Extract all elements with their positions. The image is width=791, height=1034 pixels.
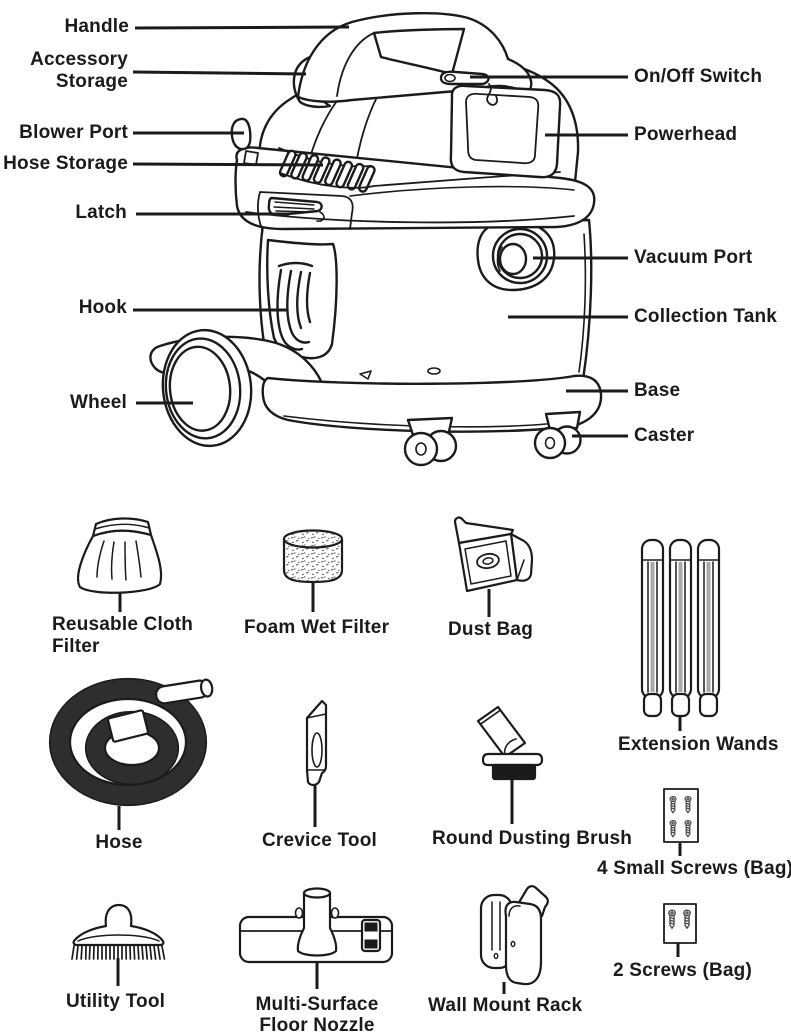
accessory-label-foam-wet-filter: Foam Wet Filter xyxy=(244,617,390,638)
screws-icon xyxy=(663,903,697,944)
accessory-label-multi-surface-floor-nozzle: Multi-Surface Floor Nozzle xyxy=(255,994,379,1034)
accessory-label-dust-bag: Dust Bag xyxy=(448,619,533,640)
accessory-label-reusable-cloth-filter: Reusable Cloth Filter xyxy=(52,614,194,657)
accessory-label-wall-mount-rack: Wall Mount Rack xyxy=(428,995,583,1016)
wall-mount-icon xyxy=(479,885,549,986)
part-label-collection-tank: Collection Tank xyxy=(634,306,778,327)
part-label-base: Base xyxy=(634,380,681,401)
part-label-vacuum-port: Vacuum Port xyxy=(634,247,753,268)
part-label-on-off-switch: On/Off Switch xyxy=(634,66,763,87)
part-label-blower-port: Blower Port xyxy=(19,122,128,143)
part-label-hose-storage: Hose Storage xyxy=(3,153,128,174)
leader-lines xyxy=(116,25,682,994)
foam-filter-icon xyxy=(282,529,344,584)
accessory-label-utility-tool: Utility Tool xyxy=(66,991,166,1012)
vacuum-illustration xyxy=(149,11,603,467)
accessory-label-crevice-tool: Crevice Tool xyxy=(262,830,378,851)
utility-tool-icon xyxy=(71,903,166,960)
accessory-label-screws-bag: 2 Screws (Bag) xyxy=(613,960,753,981)
part-label-caster: Caster xyxy=(634,425,695,446)
dust-bag-icon xyxy=(453,516,534,593)
crevice-tool-icon xyxy=(305,699,328,787)
floor-nozzle-icon xyxy=(238,887,394,964)
part-label-latch: Latch xyxy=(75,202,127,223)
cloth-filter-icon xyxy=(76,517,163,594)
part-label-handle: Handle xyxy=(64,16,129,37)
accessory-label-extension-wands: Extension Wands xyxy=(618,734,779,755)
accessory-label-round-dusting-brush: Round Dusting Brush xyxy=(432,828,633,849)
dusting-brush-icon xyxy=(476,705,544,781)
screws-icon xyxy=(663,788,699,843)
part-label-hook: Hook xyxy=(78,297,127,318)
part-label-wheel: Wheel xyxy=(70,392,127,413)
part-label-accessory-storage: Accessory Storage xyxy=(30,49,128,92)
hose-icon xyxy=(48,677,214,807)
extension-wands-icon xyxy=(640,538,721,718)
accessory-label-small-screws-bag: 4 Small Screws (Bag) xyxy=(597,858,791,879)
accessory-label-hose: Hose xyxy=(95,832,143,853)
part-label-powerhead: Powerhead xyxy=(634,124,738,145)
